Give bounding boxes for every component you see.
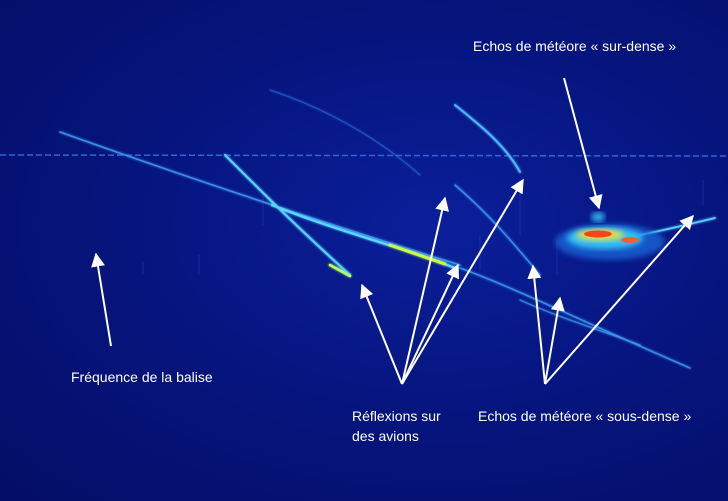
arrow-overdense bbox=[563, 77, 603, 210]
arrow-aircraft-1 bbox=[360, 283, 403, 385]
aircraft-reflections-line-1: Réflexions sur bbox=[352, 408, 441, 424]
annotation-arrows bbox=[91, 77, 694, 385]
overdense-burst bbox=[555, 212, 665, 260]
overdense-echoes-label: Echos de météore « sur-dense » bbox=[473, 38, 677, 54]
beacon-frequency-label: Fréquence de la balise bbox=[71, 369, 213, 385]
arrow-aircraft-4 bbox=[401, 178, 524, 385]
arrow-beacon bbox=[91, 252, 112, 347]
arrow-underdense-2 bbox=[544, 296, 565, 385]
aircraft-reflections-label: Réflexions sur des avions bbox=[352, 406, 441, 446]
aircraft-reflections-line-2: des avions bbox=[352, 428, 419, 444]
arrow-underdense-3 bbox=[544, 214, 694, 385]
upper-carrier-trace bbox=[0, 154, 728, 157]
arrow-aircraft-3 bbox=[401, 263, 459, 385]
arrow-underdense-1 bbox=[527, 264, 546, 385]
underdense-echoes-label: Echos de météore « sous-dense » bbox=[478, 408, 692, 424]
arrow-aircraft-2 bbox=[401, 196, 449, 385]
